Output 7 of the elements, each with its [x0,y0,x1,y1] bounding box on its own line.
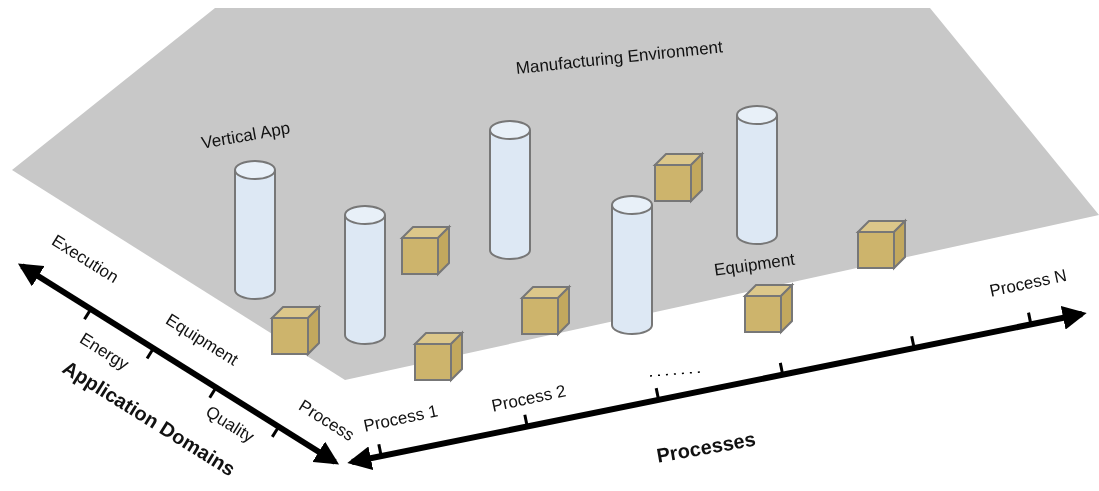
plane-label: Manufacturing Environment [515,38,724,77]
callout-label: Equipment [713,250,796,279]
axis-tick-label: Process 1 [362,402,440,435]
axis-tick-label: Process 2 [490,382,568,415]
axis-title: Processes [655,428,758,466]
callout-label: Vertical App [200,119,292,152]
axis-tick-label: Process N [988,266,1069,300]
